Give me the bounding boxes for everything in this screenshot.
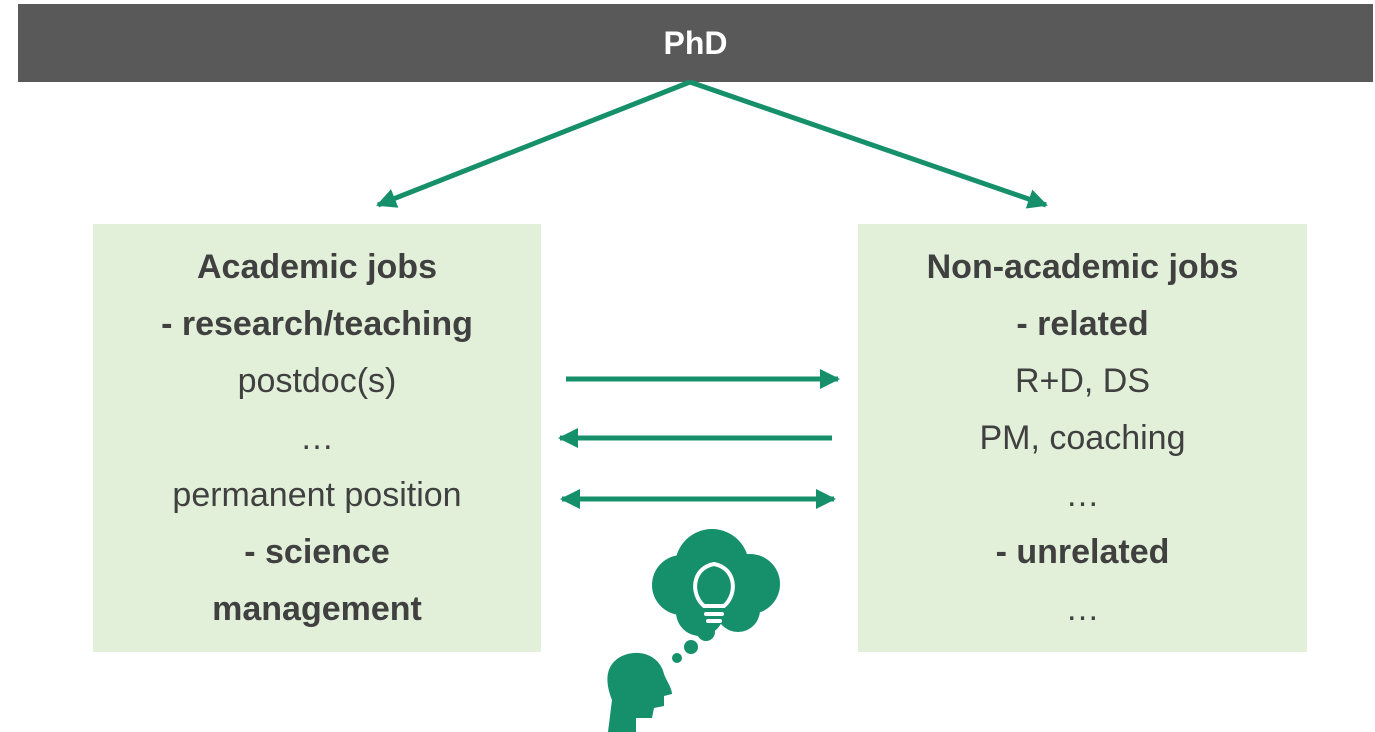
branch-arrow-non-academic xyxy=(689,79,1048,209)
non-academic-line: - related xyxy=(1016,304,1149,343)
academic-line: permanent position xyxy=(172,475,462,514)
non-academic-line: R+D, DS xyxy=(1014,361,1151,400)
academic-line: … xyxy=(300,418,334,457)
non-academic-line: PM, coaching xyxy=(979,418,1186,457)
academic-line: postdoc(s) xyxy=(237,361,397,400)
academic-line: - science xyxy=(244,532,390,571)
non-academic-jobs-box: Non-academic jobs - related R+D, DS PM, … xyxy=(858,224,1307,652)
academic-line: - research/teaching xyxy=(161,304,473,343)
thinking-head-icon xyxy=(607,623,715,732)
non-academic-line: … xyxy=(1065,589,1100,628)
phd-header: PhD xyxy=(18,4,1373,82)
non-academic-line: Non-academic jobs xyxy=(926,247,1239,286)
branch-arrow-academic xyxy=(376,79,691,208)
academic-line: management xyxy=(212,589,422,628)
phd-label: PhD xyxy=(663,24,728,61)
academic-jobs-box: Academic jobs - research/teaching postdo… xyxy=(93,224,541,652)
academic-line: Academic jobs xyxy=(197,247,437,286)
lightbulb-cloud-icon xyxy=(652,529,780,636)
non-academic-line: … xyxy=(1065,475,1100,514)
non-academic-line: - unrelated xyxy=(995,532,1170,571)
